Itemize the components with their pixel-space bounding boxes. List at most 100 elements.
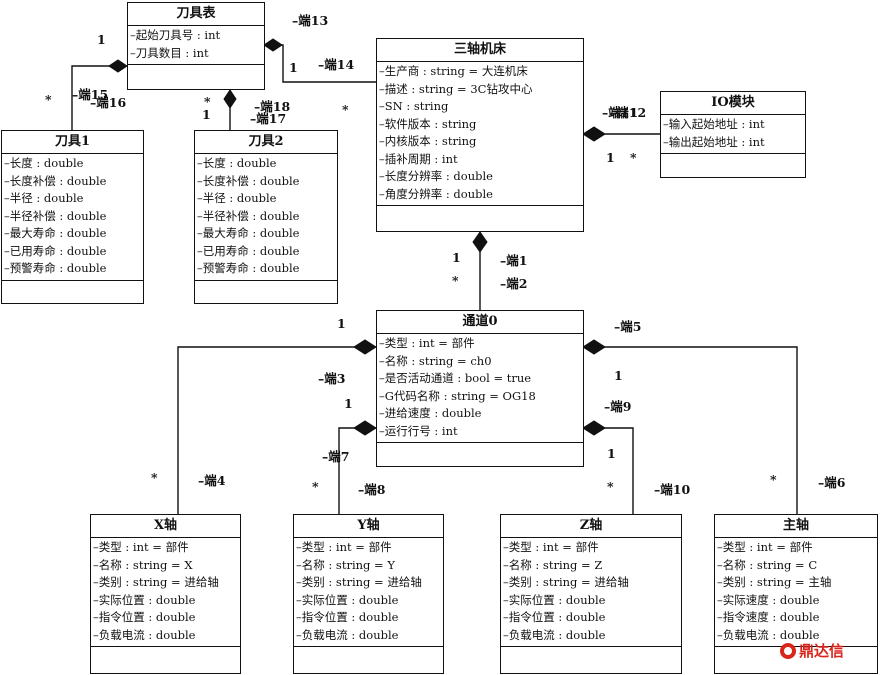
end-label: –端13 [292,13,329,28]
attribute: –类型 : int = 部件 [503,540,599,554]
composition-diamond-icon [108,59,128,73]
class-title: Z轴 [501,515,681,538]
end-label: –端9 [604,399,632,414]
attribute: –半径补偿 : double [4,208,107,223]
attribute: –实际位置 : double [503,592,606,607]
logo-ring-icon [780,642,796,659]
assoc-channel-spindle [583,346,798,514]
class-title: IO模块 [661,92,805,115]
class-attributes: –输入起始地址 : int –输出起始地址 : int [661,115,805,154]
attribute: –指令速度 : double [717,610,820,624]
attribute: –实际位置 : double [296,592,399,607]
multiplicity: * [342,102,349,117]
attribute: –类型 : int = 部件 [379,336,475,350]
multiplicity: * [45,92,52,107]
assoc-channel-z [583,427,634,514]
attribute: –预警寿命 : double [4,261,107,275]
multiplicity: 1 [344,396,353,411]
class-channel0: 通道0 –类型 : int = 部件 –名称 : string = ch0 –是… [376,310,584,467]
multiplicity: 1 [97,32,106,47]
composition-diamond-icon [353,339,377,355]
attribute: –已用寿命 : double [4,243,107,258]
class-title: 刀具1 [2,131,143,154]
class-tool-table: 刀具表 –起始刀具号 : int –刀具数目 : int [127,2,265,90]
attribute: –插补周期 : int [379,151,458,166]
multiplicity: * [204,94,211,109]
class-io-module: IO模块 –输入起始地址 : int –输出起始地址 : int [660,91,806,178]
end-label: –端7 [322,449,350,464]
attribute: –半径补偿 : double [197,208,300,223]
multiplicity: * [770,472,777,487]
end-label: –端6 [818,475,846,490]
attribute: –是否活动通道 : bool = true [379,371,532,385]
attribute: –类型 : int = 部件 [717,540,813,554]
attribute: –类别 : string = 进给轴 [503,575,629,589]
attribute: –输入起始地址 : int [663,117,765,131]
class-attributes: –类型 : int = 部件 –名称 : string = ch0 –是否活动通… [377,334,583,443]
attribute: –刀具数目 : int [130,45,209,60]
multiplicity: * [630,150,637,165]
attribute: –实际速度 : double [717,592,820,607]
multiplicity: 1 [202,107,211,122]
multiplicity: * [452,273,459,288]
class-title: 刀具表 [128,3,264,26]
attribute: –名称 : string = Z [503,557,603,572]
class-title: 三轴机床 [377,39,583,62]
class-title: Y轴 [294,515,443,538]
attribute: –内核版本 : string [379,134,477,148]
end-label: –端10 [654,482,691,497]
end-label: –端12 [610,105,647,120]
attribute: –负载电流 : double [93,627,196,642]
composition-diamond-icon [223,89,237,109]
class-attributes: –起始刀具号 : int –刀具数目 : int [128,26,264,65]
class-attributes: –类型 : int = 部件 –名称 : string = Y –类别 : st… [294,538,443,647]
class-title: 通道0 [377,311,583,334]
attribute: –指令位置 : double [93,610,196,624]
attribute: –已用寿命 : double [197,243,300,258]
attribute: –SN : string [379,99,449,113]
attribute: –描述 : string = 3C钻攻中心 [379,81,533,96]
end-label: –端16 [90,95,127,110]
attribute: –类别 : string = 进给轴 [93,575,219,589]
class-attributes: –类型 : int = 部件 –名称 : string = Z –类别 : st… [501,538,681,647]
attribute: –名称 : string = Y [296,557,395,572]
attribute: –类型 : int = 部件 [93,540,189,554]
attribute: –软件版本 : string [379,116,477,131]
class-title: 主轴 [715,515,877,538]
attribute: –最大寿命 : double [4,226,107,240]
end-label: –端17 [250,111,287,126]
multiplicity: 1 [614,368,623,383]
class-attributes: –长度 : double –长度补偿 : double –半径 : double… [2,154,143,281]
attribute: –生产商 : string = 大连机床 [379,64,528,78]
attribute: –起始刀具号 : int [130,28,221,42]
composition-diamond-icon [582,339,606,355]
attribute: –运行行号 : int [379,423,458,438]
attribute: –半径 : double [4,191,84,205]
attribute: –指令位置 : double [503,610,606,624]
assoc-channel-y [338,427,376,514]
multiplicity: 1 [607,446,616,461]
attribute: –类别 : string = 进给轴 [296,575,422,589]
composition-diamond-icon [353,420,377,436]
attribute: –名称 : string = ch0 [379,353,492,368]
class-attributes: –长度 : double –长度补偿 : double –半径 : double… [195,154,337,281]
attribute: –负载电流 : double [717,627,820,642]
class-tool2: 刀具2 –长度 : double –长度补偿 : double –半径 : do… [194,130,338,304]
class-spindle: 主轴 –类型 : int = 部件 –名称 : string = C –类别 :… [714,514,878,674]
attribute: –输出起始地址 : int [663,134,765,149]
composition-diamond-icon [263,38,283,52]
attribute: –类别 : string = 主轴 [717,575,832,589]
attribute: –长度 : double [197,156,277,170]
class-x-axis: X轴 –类型 : int = 部件 –名称 : string = X –类别 :… [90,514,241,674]
end-label: –端2 [500,276,528,291]
composition-diamond-icon [582,126,606,142]
end-label: –端5 [614,319,642,334]
end-label: –端18 [254,99,291,114]
attribute: –指令位置 : double [296,610,399,624]
attribute: –最大寿命 : double [197,226,300,240]
attribute: –名称 : string = X [93,557,193,572]
attribute: –半径 : double [197,191,277,205]
multiplicity: 1 [606,150,615,165]
attribute: –预警寿命 : double [197,261,300,275]
